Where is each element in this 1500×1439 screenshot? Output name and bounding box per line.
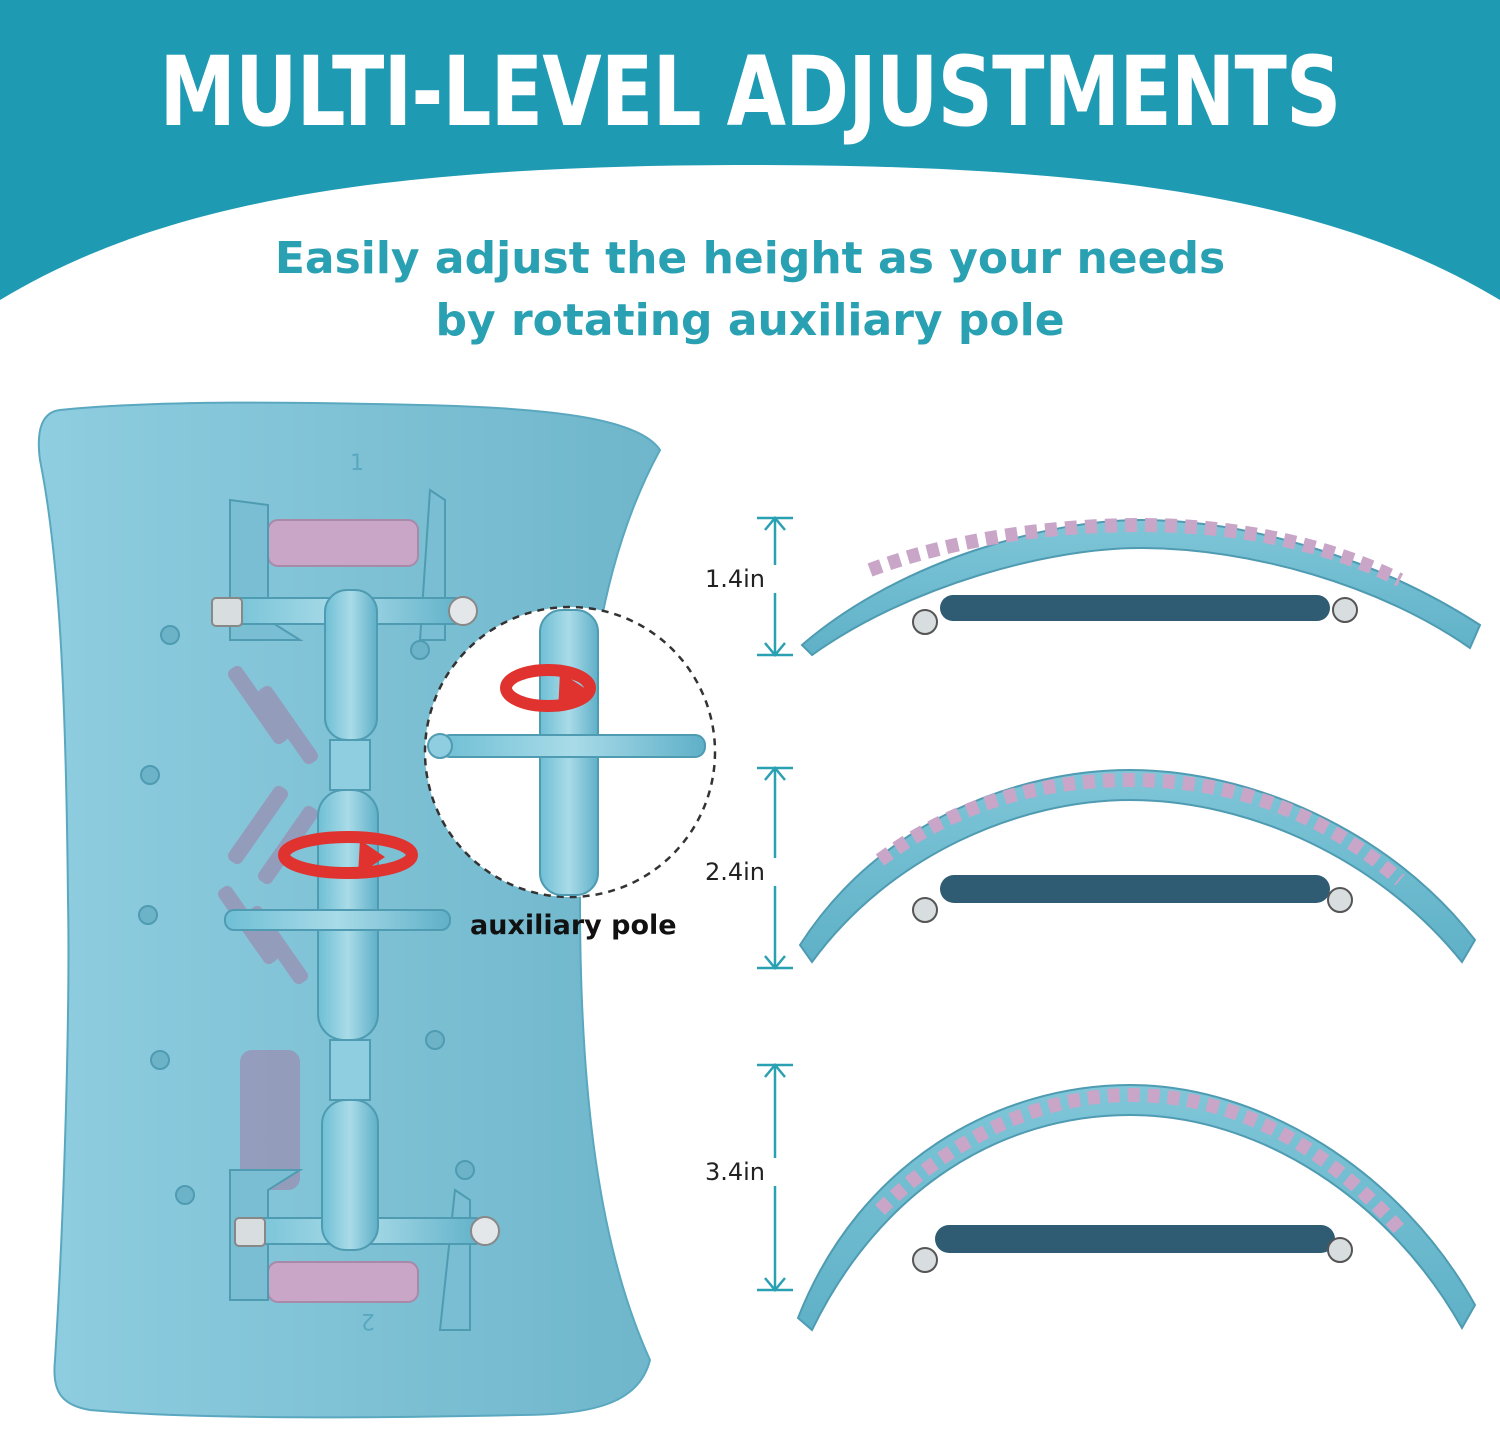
page-title: MULTI-LEVEL ADJUSTMENTS bbox=[159, 36, 1341, 148]
height-label-high: 3.4in bbox=[690, 1158, 780, 1186]
arch-high bbox=[796, 1083, 1477, 1332]
arch-mid bbox=[798, 768, 1477, 964]
subtitle-line-1: Easily adjust the height as your needs bbox=[274, 233, 1226, 284]
height-label-mid: 2.4in bbox=[690, 858, 780, 886]
header-wave-shape bbox=[0, 0, 1500, 300]
subtitle-line-2: by rotating auxiliary pole bbox=[435, 295, 1065, 346]
auxiliary-pole-label: auxiliary pole bbox=[470, 910, 677, 941]
arch-low bbox=[800, 517, 1482, 657]
product-illustration: 1 2 bbox=[37, 401, 1482, 1419]
height-measure-lines bbox=[757, 516, 793, 1292]
auxiliary-pole-callout bbox=[423, 605, 717, 899]
height-label-low: 1.4in bbox=[690, 565, 780, 593]
board-mark-top: 1 bbox=[350, 451, 364, 476]
board-mark-bottom: 2 bbox=[361, 1308, 375, 1333]
header-banner bbox=[0, 0, 1500, 300]
